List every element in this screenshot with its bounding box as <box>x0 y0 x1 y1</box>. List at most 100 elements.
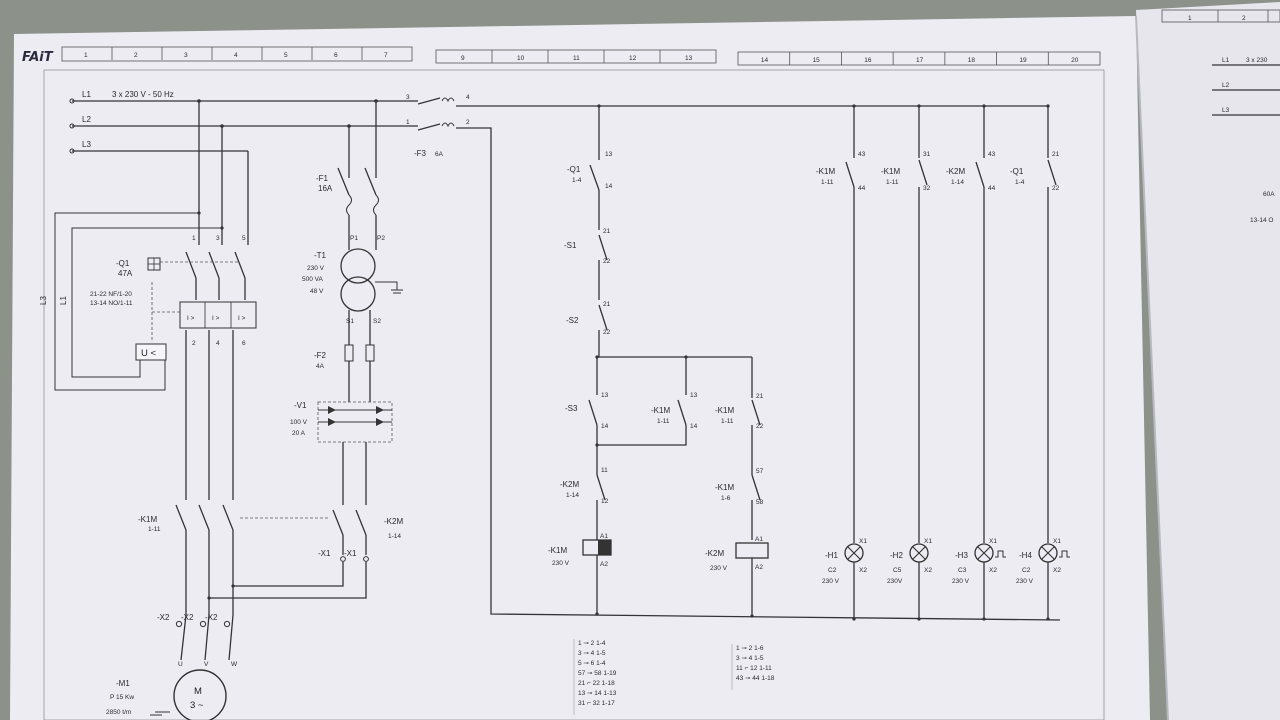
signal-lamp-tag: -H1 <box>825 551 838 560</box>
signal-contact-bot: 32 <box>923 185 931 192</box>
column-number: 10 <box>517 55 525 62</box>
column-number: 5 <box>284 52 288 59</box>
k1m-coil-volt: 230 V <box>552 560 570 567</box>
motor-w: W <box>231 661 238 668</box>
f3-tag: -F3 <box>414 149 427 158</box>
motor-phase: 3 ~ <box>190 700 204 711</box>
right-l2: L2 <box>1222 82 1230 89</box>
s2-n22: 22 <box>603 329 611 336</box>
k2m-coil-volt: 230 V <box>710 565 728 572</box>
f1-tag: -F1 <box>316 174 329 183</box>
signal-lamp <box>909 543 929 563</box>
xref-row: 5 ⊸ 6 1-4 <box>578 660 606 667</box>
right-col2: 2 <box>1242 15 1246 22</box>
signal-contact-tag: -K1M <box>816 167 835 176</box>
xref-row: 57 ⊸ 58 1-19 <box>578 670 617 677</box>
k2m-nc-n12: 12 <box>601 498 609 505</box>
k1m-hold-tag: -K1M <box>651 406 670 415</box>
svg-text:2: 2 <box>466 119 470 126</box>
power-circuit: L3 L1 I > I > I > U < -Q1 47A 21-22 NF/1… <box>39 94 470 720</box>
l1-label: L1 <box>82 90 91 99</box>
t1-s2: S2 <box>373 318 381 325</box>
xref-row: 1 ⊸ 2 1-4 <box>578 640 606 647</box>
signal-x2: X2 <box>859 567 867 574</box>
svg-text:4: 4 <box>216 340 220 347</box>
s1-n21: 21 <box>603 228 611 235</box>
k1m-hold-n13: 13 <box>690 392 698 399</box>
q1-tag: -Q1 <box>116 259 130 268</box>
column-number: 9 <box>461 55 465 62</box>
right-note1: 60A <box>1263 191 1275 198</box>
right-l3: L3 <box>1222 107 1230 114</box>
k1m-coil-tag: -K1M <box>548 546 567 555</box>
v1-voltage: 100 V <box>290 419 308 426</box>
uv-relay-label: U < <box>141 348 157 359</box>
signal-lamp <box>1038 543 1058 563</box>
svg-text:5: 5 <box>242 235 246 242</box>
t1-tag: -T1 <box>314 251 327 260</box>
signal-lamp-code: C2 <box>828 567 837 574</box>
k1m-power-ref: 1-11 <box>148 526 161 533</box>
signal-contact-ref: 1-11 <box>886 179 899 186</box>
q1-ctrl-ref: 1-4 <box>572 177 582 184</box>
column-number: 13 <box>685 55 693 62</box>
svg-text:6: 6 <box>242 340 246 347</box>
signal-lamp <box>974 543 994 563</box>
k2m-nc-tag: -K2M <box>560 480 579 489</box>
right-sheet <box>1136 2 1280 720</box>
k1m-timer-tag: -K1M <box>715 483 734 492</box>
t1-p2: P2 <box>377 235 385 242</box>
signal-lamp-code: C2 <box>1022 567 1031 574</box>
q1-rating: 47A <box>118 269 133 278</box>
column-number: 4 <box>234 52 238 59</box>
xref-row: 21 ⌐ 22 1-18 <box>578 680 615 687</box>
signal-contact-bot: 44 <box>858 185 866 192</box>
l3-label: L3 <box>82 140 91 149</box>
k1m-coil-a2: A2 <box>600 561 608 568</box>
right-col1: 1 <box>1188 15 1192 22</box>
k1m-timer-n57: 57 <box>756 468 764 475</box>
side-l1-label: L1 <box>59 296 68 305</box>
xref-row: 1 ⊸ 2 1-6 <box>736 645 764 652</box>
right-sheet-content: 1 2 L1 L2 L3 3 x 230 60A 13-14 O <box>1161 9 1280 224</box>
t1-v2: 48 V <box>310 288 324 295</box>
svg-text:3: 3 <box>216 235 220 242</box>
s2-tag: -S2 <box>566 316 579 325</box>
signal-x1: X1 <box>859 538 867 545</box>
signal-contact-bot: 22 <box>1052 185 1060 192</box>
column-number: 18 <box>968 57 976 64</box>
f2-rating: 4A <box>316 363 325 370</box>
k2m-power-ref: 1-14 <box>388 533 401 540</box>
xref-row: 11 ⌐ 12 1-11 <box>736 665 772 672</box>
k1m-hold-ref: 1-11 <box>657 418 670 425</box>
signal-contact-tag: -Q1 <box>1010 167 1024 176</box>
signal-contact-tag: -K1M <box>881 167 900 176</box>
motor-letter: M <box>194 686 202 697</box>
column-number: 6 <box>334 52 338 59</box>
x1-tag-a: -X1 <box>318 549 331 558</box>
l2-label: L2 <box>82 115 91 124</box>
k1m-timer-ref: 1-6 <box>721 495 731 502</box>
k2m-coil-a1: A1 <box>755 536 763 543</box>
svg-text:2: 2 <box>192 340 196 347</box>
signal-x1: X1 <box>1053 538 1061 545</box>
k1m-timer-n58: 58 <box>756 499 764 506</box>
signal-x1: X1 <box>924 538 932 545</box>
xref-row: 31 ⌐ 32 1-17 <box>578 700 615 707</box>
q1-ctrl-n13: 13 <box>605 151 613 158</box>
s1-tag: -S1 <box>564 241 577 250</box>
x1-tag-b: -X1 <box>344 549 357 558</box>
q1-ctrl-n14: 14 <box>605 183 613 190</box>
motor-v: V <box>204 661 209 668</box>
q1-note2: 13-14 NO/1-11 <box>90 300 133 307</box>
svg-text:1: 1 <box>192 235 196 242</box>
k2m-nc-ref: 1-14 <box>566 492 579 499</box>
column-number: 12 <box>629 55 637 62</box>
x2-tag-c: -X2 <box>205 613 218 622</box>
x2-tag-a: -X2 <box>157 613 170 622</box>
k1m-hold-n14: 14 <box>690 423 698 430</box>
k1m-nc-n21: 21 <box>756 393 764 400</box>
signal-lamp-volt: 230 V <box>822 578 840 585</box>
